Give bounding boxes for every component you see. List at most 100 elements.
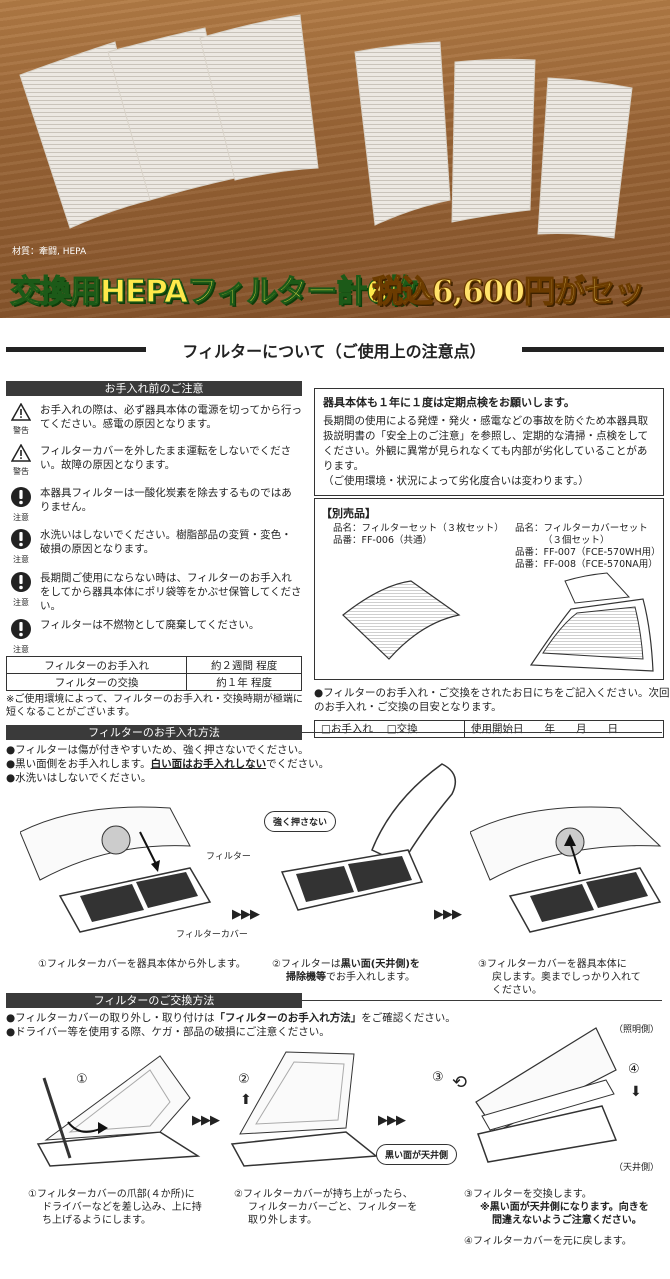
- filter-cover-illustration: [529, 572, 654, 672]
- caption-emphasis: 間違えないようご注意ください。: [492, 1215, 642, 1226]
- care-step3-caption: ③フィルターカバーを器具本体に 戻します。奥までしっかり入れて ください。: [478, 958, 641, 997]
- interval-note: ※ご使用環境によって、フィルターのお手入れ・交換時期が極端に短くなることがござい…: [6, 694, 303, 718]
- replace-bullet-emphasis: 「フィルターのお手入れ方法」: [214, 1012, 362, 1024]
- section-heading-text: フィルターについて（ご使用上の注意点）: [182, 342, 486, 361]
- inspection-heading: 器具本体も１年に１度は定期点検をお願いします。: [323, 396, 575, 409]
- replace-step2-caption: ②フィルターカバーが持ち上がったら、 フィルターカバーごと、フィルターを 取り外…: [234, 1188, 417, 1227]
- record-type-cell[interactable]: □お手入れ □交換: [315, 721, 465, 737]
- caption-text: ③フィルターカバーを器具本体に: [478, 959, 627, 970]
- caution-label: 注意: [13, 645, 29, 654]
- next-arrows: ▶▶▶: [434, 907, 462, 922]
- step-number: ③: [432, 1070, 444, 1085]
- label-filter: フィルター: [206, 852, 251, 862]
- caption-text: ③フィルターを交換します。: [464, 1189, 592, 1200]
- sold-item-number: 品番：FF-008（FCE-570NA用）: [515, 559, 658, 570]
- table-cell: 約１年 程度: [186, 673, 302, 691]
- caution-item: 注意 本器具フィルターは一酸化炭素を除去するものではありません。: [6, 486, 302, 522]
- caption-emphasis: 掃除機等: [286, 972, 326, 983]
- table-cell: 約２週間 程度: [186, 656, 302, 674]
- material-label: 材質：牽闘, HEPA: [12, 247, 87, 257]
- record-table: □お手入れ □交換 使用開始日 年 月 日: [314, 720, 664, 738]
- caption-text: フィルターカバーごと、フィルターを: [248, 1202, 418, 1213]
- caution-label: 注意: [13, 513, 29, 522]
- care-method-bullets: ●フィルターは傷が付きやすいため、強く押さないでください。 ●黒い面側をお手入れ…: [6, 743, 666, 785]
- hero-price: 税込6,600円がセット: [371, 273, 645, 310]
- replace-method-title: フィルターのご交換方法: [6, 993, 662, 1008]
- step-number: ④: [628, 1062, 640, 1077]
- caution-label: 警告: [13, 426, 29, 435]
- inspection-box: 器具本体も１年に１度は定期点検をお願いします。 長期間の使用による発煙・発火・感…: [314, 388, 664, 496]
- caption-text: 取り外します。: [248, 1215, 317, 1226]
- hepa-filters-photo: [19, 14, 633, 239]
- section-heading: フィルターについて（ご使用上の注意点）: [6, 338, 664, 361]
- next-arrows: ▶▶▶: [232, 907, 260, 922]
- care-bullet-emphasis: 白い面はお手入れしない: [150, 758, 267, 770]
- caution-label: 注意: [13, 555, 29, 564]
- care-step1-caption: ①フィルターカバーを器具本体から外します。: [38, 959, 246, 970]
- caution-text: フィルターは不燃物として廃棄してください。: [40, 619, 260, 631]
- filter-sheet-illustration: [342, 580, 461, 660]
- replace-bullet: ●ドライバー等を使用する際、ケガ・部品の破損にご注意ください。: [6, 1026, 330, 1038]
- table-cell: フィルターの交換: [5, 673, 188, 691]
- rotate-icon: ⟲: [452, 1072, 468, 1093]
- caption-text: ください。: [492, 985, 542, 996]
- label-ceiling-side: （天井側）: [614, 1163, 660, 1173]
- care-bullet: ●フィルターは傷が付きやすいため、強く押さないでください。: [6, 744, 309, 756]
- caption-text: ②フィルターは: [272, 959, 341, 970]
- caption-text: ②フィルターカバーが持ち上がったら、: [234, 1189, 413, 1200]
- caution-item: 警告 フィルターカバーを外したまま運転をしないでください。故障の原因となります。: [6, 443, 302, 478]
- table-row: フィルターのお手入れ 約２週間 程度: [5, 656, 302, 674]
- caution-exclamation-icon: 注意: [6, 618, 36, 655]
- replace-step1-caption: ①フィルターカバーの爪部(４か所)に ドライバーなどを差し込み、上に持 ち上げる…: [28, 1188, 202, 1227]
- caption-text: 戻します。奥までしっかり入れて: [492, 972, 641, 983]
- inspection-body: 長期間の使用による発煙・発火・感電などの事故を防ぐため本器具取扱説明書の「安全上…: [323, 415, 649, 487]
- before-care-title: お手入れ前のご注意: [6, 381, 302, 396]
- hero-banner: 材質：牽闘, HEPA 交換用HEPAフィルター計6枚 税込6,600円がセット: [0, 0, 670, 318]
- bubble-black-side-ceiling: 黒い面が天井側: [376, 1144, 458, 1165]
- replace-bullet-text: ●フィルターカバーの取り外し・取り付けは: [6, 1012, 215, 1024]
- care-bullet: ●水洗いはしないでください。: [6, 772, 152, 784]
- caution-item: 注意 長期間ご使用にならない時は、フィルターのお手入れをしてから器具本体にポリ袋…: [6, 571, 302, 615]
- record-date-cell[interactable]: 使用開始日 年 月 日: [471, 723, 618, 735]
- sold-separately-box: 【別売品】 品名：フィルターセット（３枚セット） 品番：FF-006（共通） 品…: [314, 498, 664, 680]
- caption-text: ①フィルターカバーの爪部(４か所)に: [28, 1189, 195, 1200]
- caution-text: 長期間ご使用にならない時は、フィルターのお手入れをしてから器具本体にポリ袋等をか…: [40, 572, 302, 612]
- caution-text: 本器具フィルターは一酸化炭素を除去するものではありません。: [40, 487, 292, 513]
- replace-step2-illustration: [230, 1051, 378, 1167]
- care-bullet-text: でください。: [266, 758, 330, 770]
- sold-item-qty: （３個セット）: [543, 535, 610, 546]
- caption-text: ち上げるようにします。: [42, 1215, 151, 1226]
- caution-label: 警告: [13, 467, 29, 476]
- next-arrows: ▶▶▶: [192, 1113, 220, 1128]
- sold-item-cover: 品名：フィルターカバーセット （３個セット） 品番：FF-007（FCE-570…: [515, 523, 661, 571]
- caution-item: 注意 水洗いはしないでください。樹脂部品の変質・変色・破損の原因となります。: [6, 528, 302, 564]
- replace-bullet: ●フィルターカバーの取り外し・取り付けは「フィルターのお手入れ方法」をご確認くだ…: [6, 1011, 666, 1025]
- replace-step3-illustration: [475, 1027, 618, 1163]
- replace-bullet-text: をご確認ください。: [361, 1012, 456, 1024]
- replace-step1-illustration: [36, 1055, 201, 1167]
- care-interval-table: フィルターのお手入れ 約２週間 程度 フィルターの交換 約１年 程度: [5, 656, 302, 691]
- hero-title: 交換用HEPAフィルター計6枚: [9, 273, 418, 310]
- heading-bar-left: [6, 347, 146, 352]
- next-arrows: ▶▶▶: [378, 1113, 406, 1128]
- sold-item-number: 品番：FF-006（共通）: [333, 535, 432, 546]
- care-step2-caption: ②フィルターは黒い面(天井側)を 掃除機等でお手入れします。: [272, 958, 420, 984]
- caution-exclamation-icon: 注意: [6, 528, 36, 565]
- caution-exclamation-icon: 注意: [6, 571, 36, 608]
- caution-text: フィルターカバーを外したまま運転をしないでください。故障の原因となります。: [40, 445, 292, 471]
- caution-text: 水洗いはしないでください。樹脂部品の変質・変色・破損の原因となります。: [40, 529, 292, 555]
- care-step3-illustration: [470, 806, 662, 933]
- warning-triangle-icon: 警告: [6, 443, 36, 477]
- warning-triangle-icon: 警告: [6, 402, 36, 436]
- care-step1-illustration: [20, 806, 212, 933]
- care-method-title: フィルターのお手入れ方法: [6, 725, 662, 740]
- step-number: ①: [76, 1072, 88, 1087]
- caption-text: でお手入れします。: [326, 972, 415, 983]
- heading-bar-right: [522, 347, 664, 352]
- caption-text: ④フィルターカバーを元に戻します。: [464, 1236, 632, 1247]
- table-row: フィルターの交換 約１年 程度: [5, 673, 302, 691]
- caution-exclamation-icon: 注意: [6, 486, 36, 523]
- care-step2-illustration: [280, 763, 457, 911]
- replace-method-bullets: ●フィルターカバーの取り外し・取り付けは「フィルターのお手入れ方法」をご確認くだ…: [6, 1011, 666, 1039]
- sold-item-name: 品名：フィルターカバーセット: [515, 523, 648, 534]
